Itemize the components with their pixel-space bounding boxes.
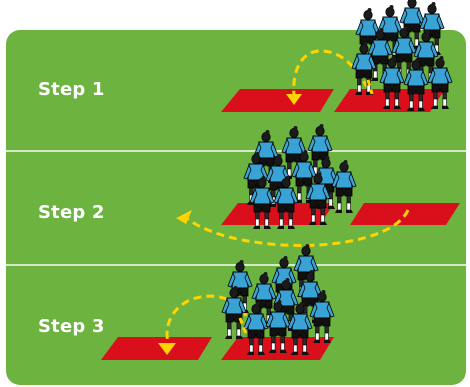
- step-2-label: Step 2: [38, 202, 105, 223]
- red-mat: [101, 337, 212, 360]
- step-3-label: Step 3: [38, 316, 105, 337]
- red-mat: [221, 89, 334, 112]
- step-1-label: Step 1: [38, 79, 105, 100]
